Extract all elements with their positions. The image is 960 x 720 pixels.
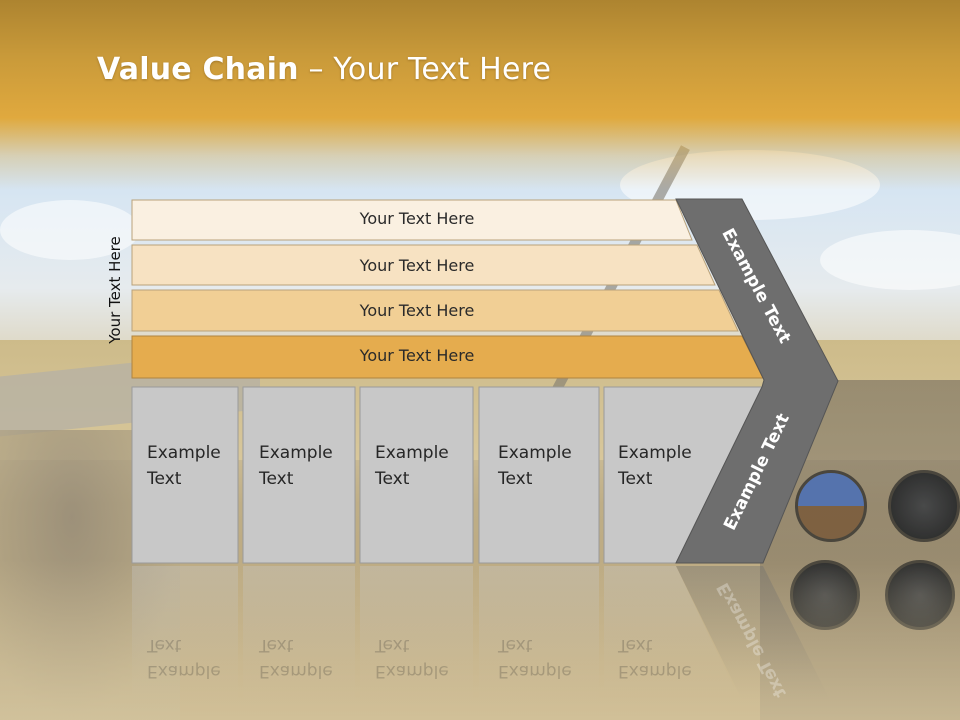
activity-box-4 — [478, 386, 600, 564]
box-reflection — [132, 566, 238, 706]
box-label-reflection: Example Text — [147, 632, 221, 684]
box-label-line: Text — [498, 469, 533, 489]
title-band — [0, 0, 960, 190]
box-label-line: Text — [375, 469, 410, 489]
box-label-line: Example — [259, 443, 333, 463]
box-label-line: Text — [259, 469, 294, 489]
title-rest: – Your Text Here — [298, 52, 552, 87]
box-label-line: Example — [375, 443, 449, 463]
box-label-line: Example — [618, 661, 692, 681]
box-label-line: Example — [498, 443, 572, 463]
row-label-1: Your Text Here — [359, 209, 475, 228]
box-label-line: Example — [498, 661, 572, 681]
box-label-line: Text — [498, 635, 533, 655]
row-bar-2 — [131, 244, 716, 286]
activity-box-2 — [242, 386, 356, 564]
box-label-line: Example — [618, 443, 692, 463]
box-label-line: Example — [147, 443, 221, 463]
box-label-line: Text — [375, 635, 410, 655]
cloud — [0, 200, 140, 260]
box-reflection — [243, 566, 355, 706]
box-label-reflection: Example Text — [618, 632, 692, 684]
box-label-reflection: Example Text — [375, 632, 449, 684]
row-label-4: Your Text Here — [359, 346, 475, 365]
box-reflection — [604, 566, 740, 700]
row-label-2: Your Text Here — [359, 256, 475, 275]
activity-box-1 — [131, 386, 239, 564]
slide-title: Value Chain – Your Text Here — [97, 52, 551, 87]
box-label-line: Text — [147, 635, 182, 655]
box-label-reflection: Example Text — [259, 632, 333, 684]
box-label-line: Text — [259, 635, 294, 655]
chevron-arrow — [675, 198, 839, 564]
box-label-line: Text — [147, 469, 182, 489]
row-bar-3 — [131, 289, 739, 332]
activity-box-3 — [359, 386, 474, 564]
row-bar-1 — [131, 199, 693, 241]
attitude-indicator-icon — [795, 470, 867, 542]
box-label-line: Text — [618, 635, 653, 655]
box-reflection — [360, 566, 473, 706]
box-label-line: Example — [375, 661, 449, 681]
row-label-3: Your Text Here — [359, 301, 475, 320]
chevron-reflection — [676, 566, 830, 700]
title-bold: Value Chain — [97, 52, 299, 87]
box-reflection — [479, 566, 599, 706]
box-label-line: Example — [147, 661, 221, 681]
cloud — [820, 230, 960, 290]
altimeter-icon — [888, 470, 960, 542]
box-label-line: Text — [618, 469, 653, 489]
box-label-reflection: Example Text — [498, 632, 572, 684]
box-label-line: Example — [259, 661, 333, 681]
